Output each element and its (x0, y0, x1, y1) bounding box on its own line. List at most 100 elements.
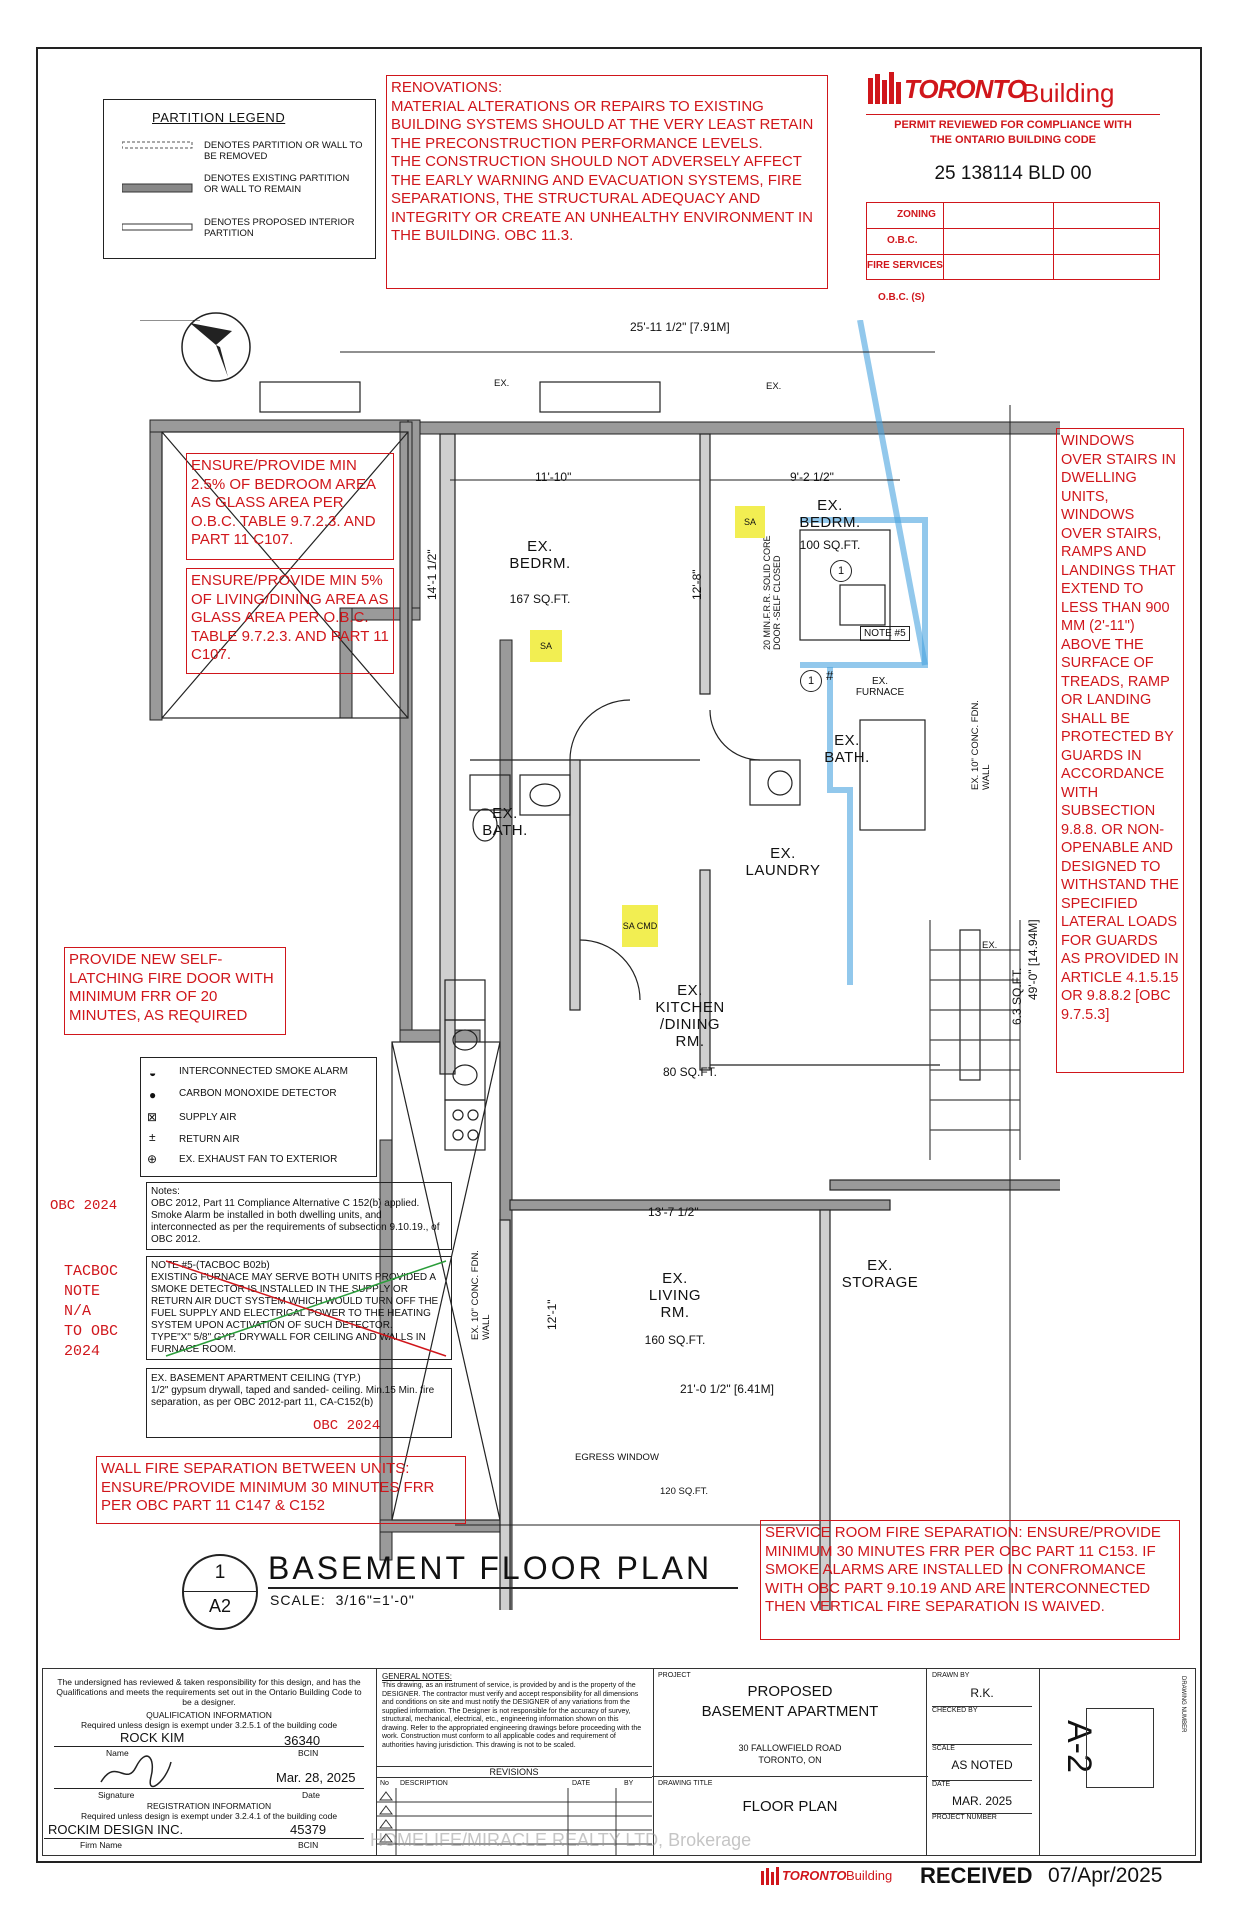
legend-item-existing: DENOTES EXISTING PARTITION OR WALL TO RE… (204, 173, 350, 195)
north-arrow-icon (181, 312, 251, 382)
required-2: Required unless design is exempt under 3… (80, 1811, 338, 1821)
revisions-title: REVISIONS (376, 1766, 652, 1778)
ceiling-box: EX. BASEMENT APARTMENT CEILING (TYP.) 1/… (146, 1368, 452, 1438)
renovations-note: RENOVATIONS: MATERIAL ALTERATIONS OR REP… (386, 75, 828, 289)
legend-exhaust-fan: EX. EXHAUST FAN TO EXTERIOR (179, 1154, 338, 1165)
room-kitchen: EX. KITCHEN /DINING RM. (655, 982, 725, 1050)
rev-col-by: BY (624, 1780, 634, 1787)
partition-legend-swatches (122, 141, 193, 231)
toronto-stamp: TORONTO Building PERMIT REVIEWED FOR COM… (862, 68, 1162, 313)
note-bedroom-glass: ENSURE/PROVIDE MIN 2.5% OF BEDROOM AREA … (186, 453, 394, 560)
door-tag-1: 1 (830, 560, 852, 582)
sig-rule (54, 1788, 364, 1789)
general-notes-panel (376, 1668, 654, 1856)
area-bedroom1: 167 SQ.FT. (509, 592, 571, 606)
co-detector-symbol-icon: ● (149, 1088, 157, 1102)
room-bedroom2: EX. BEDRM. (799, 497, 861, 531)
sign-date: Mar. 28, 2025 (276, 1770, 356, 1785)
door-tag-2: 1 (800, 670, 822, 692)
drawn-by-label: DRAWN BY (932, 1672, 970, 1679)
area-bedroom2: 100 SQ.FT. (799, 538, 861, 552)
received-date: 07/Apr/2025 (1048, 1864, 1163, 1887)
supply-air-icon: ⊠ (147, 1110, 158, 1124)
bcin-label: BCIN (298, 1748, 319, 1758)
drawn-by: R.K. (970, 1686, 994, 1700)
revision-table (376, 1788, 652, 1856)
title-rule (268, 1587, 738, 1589)
stamp-logo-text: TORONTO (904, 74, 1027, 104)
designer-name: ROCK KIM (120, 1730, 185, 1745)
window-label-2: EX. (766, 381, 782, 392)
fire-door-label: 20 MIN.F.R.R. SOLID CORE DOOR -SELF CLOS… (762, 535, 782, 650)
received-logo-icon (761, 1867, 779, 1885)
firm-name: ROCKIM DESIGN INC. (48, 1822, 184, 1837)
designer-signature (100, 1755, 172, 1788)
title-bubble-number: 1 (214, 1562, 226, 1583)
dim-rear-width: 21'-0 1/2" [6.41M] (680, 1382, 774, 1396)
date-value-2: MAR. 2025 (951, 1794, 1013, 1808)
stamp-grid: ZONING O.B.C. FIRE SERVICES (866, 202, 1160, 280)
partition-legend: PARTITION LEGEND DENOTES PARTITION OR WA… (103, 99, 376, 259)
stamp-rule (866, 114, 1160, 115)
smoke-alarm-kitchen: SA CMD (622, 905, 658, 947)
window-area-stair: 6.3 SQ.FT. (1010, 967, 1024, 1025)
date-label: Date (302, 1790, 320, 1800)
room-furnace: EX. FURNACE (855, 676, 905, 698)
firm-label: Firm Name (80, 1840, 123, 1850)
area-living: 160 SQ.FT. (644, 1333, 706, 1347)
room-bedroom1: EX. BEDRM. (509, 538, 571, 572)
meta-panel (926, 1668, 1040, 1856)
note-service-room: SERVICE ROOM FIRE SEPARATION: ENSURE/PRO… (760, 1520, 1180, 1640)
smoke-alarm-bedroom1: SA (530, 630, 562, 662)
firm-rule (44, 1838, 364, 1839)
drawing-number-label: DRAWING NUMBER (1180, 1676, 1186, 1733)
legend-smoke-alarm: INTERCONNECTED SMOKE ALARM (179, 1066, 348, 1077)
tacboc-label: TACBOC NOTE N/A TO OBC 2024 (64, 1263, 119, 1360)
drawing-title: BASEMENT FLOOR PLAN (268, 1550, 713, 1586)
stamp-row-zoning: ZONING (897, 209, 936, 220)
obc-2024-label-b: OBC 2024 (313, 1418, 381, 1434)
project-name: PROPOSED BASEMENT APARTMENT (701, 1683, 879, 1720)
legend-item-remove: DENOTES PARTITION OR WALL TO BE REMOVED (204, 140, 363, 162)
stamp-row-obc: O.B.C. (887, 235, 918, 246)
rev-col-desc: DESCRIPTION (400, 1780, 448, 1787)
partition-legend-title: PARTITION LEGEND (152, 110, 286, 125)
note-living-glass: ENSURE/PROVIDE MIN 5% OF LIVING/DINING A… (186, 568, 394, 674)
permit-number: 25 138114 BLD 00 (934, 163, 1092, 184)
dim-bedroom1-depth: 14'-1 1/2" (425, 549, 439, 600)
drawing-scale: SCALE: 3/16"=1'-0" (270, 1592, 415, 1608)
note-windows-stairs: WINDOWS OVER STAIRS IN DWELLING UNITS, W… (1056, 428, 1184, 1073)
legend-co-detector: CARBON MONOXIDE DETECTOR (179, 1088, 337, 1099)
project-rule (652, 1776, 928, 1777)
dim-living-depth: 12'-1" (545, 1299, 559, 1330)
egress-window-label: EGRESS WINDOW (575, 1452, 659, 1463)
egress-window-area: 120 SQ.FT. (660, 1486, 709, 1497)
reg-info: REGISTRATION INFORMATION (146, 1801, 272, 1811)
room-storage: EX. STORAGE (841, 1257, 919, 1291)
scale-label: SCALE (932, 1744, 1032, 1752)
stamp-reviewed: PERMIT REVIEWED FOR COMPLIANCE WITH THE … (894, 119, 1132, 146)
area-kitchen: 80 SQ.FT. (662, 1065, 718, 1079)
general-notes-title: GENERAL NOTES: (382, 1672, 452, 1681)
smoke-alarm-symbol-icon: ◒ (149, 1066, 157, 1080)
received-text: RECEIVED (920, 1863, 1033, 1888)
legend-item-proposed: DENOTES PROPOSED INTERIOR PARTITION (204, 217, 355, 239)
received-logo-text: TORONTO (782, 1868, 847, 1883)
window-label-1: EX. (494, 378, 510, 389)
dim-bedroom1: 11'-10" (535, 470, 572, 484)
received-stamp: TORONTO Building RECEIVED 07/Apr/2025 (760, 1862, 1200, 1892)
received-logo-suffix: Building (846, 1868, 893, 1883)
legend-return-air: RETURN AIR (179, 1134, 240, 1145)
designer-statement: The undersigned has reviewed & taken res… (56, 1677, 362, 1707)
stamp-row-fire: FIRE SERVICES (867, 260, 943, 271)
room-bath2: EX. BATH. (824, 732, 870, 766)
title-block (42, 1668, 1196, 1856)
window-label-3: EX. (982, 940, 998, 951)
project-label: PROJECT (658, 1672, 691, 1679)
signature-label: Signature (98, 1790, 135, 1800)
dim-bedroom2: 9'-2 1/2" (790, 470, 834, 484)
notes-box: Notes: OBC 2012, Part 11 Compliance Alte… (146, 1182, 452, 1250)
title-bubble: 1 A2 (182, 1554, 258, 1630)
note-fire-door: PROVIDE NEW SELF-LATCHING FIRE DOOR WITH… (64, 947, 286, 1035)
title-bubble-sheet: A2 (208, 1596, 232, 1616)
